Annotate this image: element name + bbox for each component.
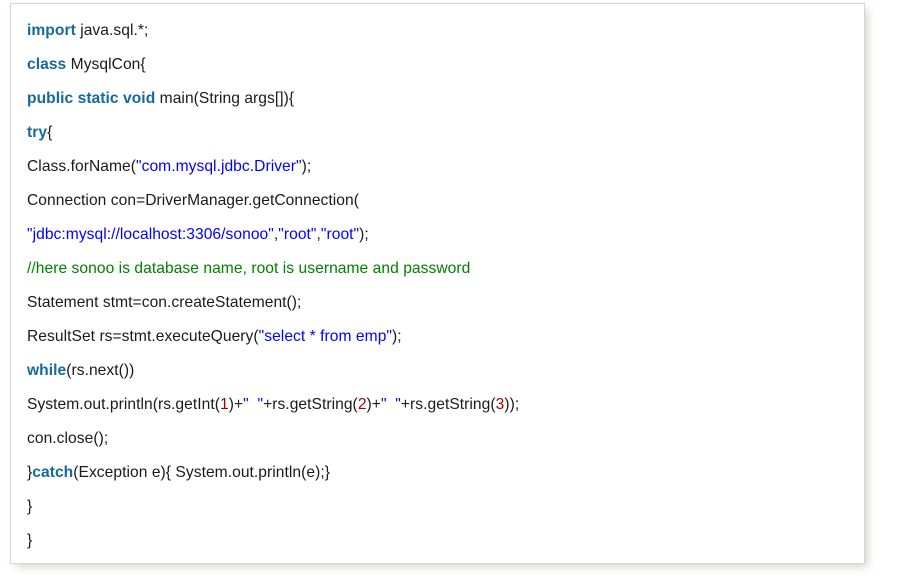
code-line: }catch(Exception e){ System.out.println(… (27, 456, 860, 490)
code-token-plain: (rs.next()) (66, 362, 135, 379)
code-token-plain: } (27, 532, 33, 549)
code-token-plain: Connection con=DriverManager.getConnecti… (27, 192, 359, 209)
code-token-plain: ); (359, 226, 369, 243)
code-token-plain: main(String args[]){ (155, 90, 295, 107)
code-token-kw: try (27, 124, 48, 141)
code-token-kw: public static void (27, 90, 156, 107)
code-line: //here sonoo is database name, root is u… (27, 252, 860, 286)
code-token-str: "root" (320, 226, 360, 243)
code-token-plain: Class.forName( (27, 158, 137, 175)
code-token-num: 2 (357, 396, 367, 413)
code-token-plain: System.out.println(rs.getInt( (27, 396, 220, 413)
code-token-plain: (Exception e){ System.out.println(e);} (73, 464, 330, 481)
code-token-str: "select * from emp" (258, 328, 393, 345)
code-line: Connection con=DriverManager.getConnecti… (27, 184, 860, 218)
code-line: ResultSet rs=stmt.executeQuery("select *… (27, 320, 860, 354)
code-token-kw: while (27, 362, 67, 379)
code-token-plain: )+ (366, 396, 381, 413)
code-token-plain: +rs.getString( (263, 396, 358, 413)
code-token-plain: java.sql.*; (75, 22, 149, 39)
code-token-plain: ResultSet rs=stmt.executeQuery( (27, 328, 259, 345)
code-token-str: "jdbc:mysql://localhost:3306/sonoo" (27, 226, 274, 243)
code-token-plain: con.close(); (27, 430, 109, 447)
code-token-str: "com.mysql.jdbc.Driver" (136, 158, 302, 175)
code-token-plain: MysqlCon{ (66, 56, 146, 73)
code-line: con.close(); (27, 422, 860, 456)
code-token-kw: class (27, 56, 67, 73)
code-line-list: import java.sql.*;class MysqlCon{public … (27, 14, 860, 558)
code-line: try{ (27, 116, 860, 150)
code-line: public static void main(String args[]){ (27, 82, 860, 116)
code-token-plain: )+ (228, 396, 244, 413)
code-line: } (27, 524, 860, 558)
code-token-plain: ); (301, 158, 312, 175)
code-line: import java.sql.*; (27, 14, 860, 48)
code-block-container: import java.sql.*;class MysqlCon{public … (10, 3, 865, 564)
code-token-plain: +rs.getString( (400, 396, 496, 413)
code-token-plain: ); (392, 328, 402, 345)
code-token-str: " " (380, 396, 401, 413)
code-token-kw: import (27, 22, 76, 39)
code-token-plain: , (273, 226, 279, 243)
code-token-plain: Statement stmt=con.createStatement(); (27, 294, 302, 311)
code-token-plain: , (316, 226, 321, 243)
code-line: Class.forName("com.mysql.jdbc.Driver"); (27, 150, 860, 184)
code-line: "jdbc:mysql://localhost:3306/sonoo","roo… (27, 218, 860, 252)
code-line: while(rs.next()) (27, 354, 860, 388)
code-token-plain: { (47, 124, 53, 141)
code-token-plain: } (27, 464, 33, 481)
code-line: } (27, 490, 860, 524)
code-token-plain: )); (504, 396, 520, 413)
code-token-num: 1 (219, 396, 229, 413)
code-token-str: "root" (278, 226, 317, 243)
code-line: class MysqlCon{ (27, 48, 860, 82)
code-line: System.out.println(rs.getInt(1)+" "+rs.g… (27, 388, 860, 422)
code-token-cmt: //here sonoo is database name, root is u… (27, 260, 471, 277)
code-token-str: " " (243, 396, 264, 413)
code-token-plain: } (27, 498, 33, 515)
code-token-num: 3 (495, 396, 505, 413)
code-token-kw: catch (32, 464, 74, 481)
code-line: Statement stmt=con.createStatement(); (27, 286, 860, 320)
